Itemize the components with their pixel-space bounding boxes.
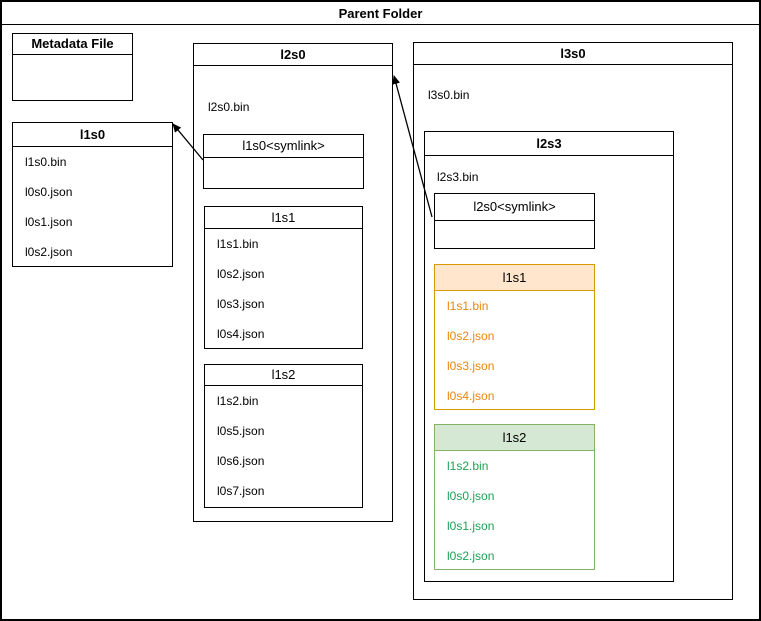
file-item: l0s5.json <box>217 424 265 438</box>
file-item: l0s2.json <box>25 245 73 259</box>
l2s0-symlink-box: l2s0<symlink> <box>434 193 595 249</box>
file-item: l0s3.json <box>217 297 265 311</box>
file-item: l0s7.json <box>217 484 265 498</box>
l1s0-header: l1s0 <box>13 123 172 147</box>
file-item: l3s0.bin <box>428 88 470 102</box>
file-item: l0s1.json <box>25 215 73 229</box>
l1s1-header: l1s1 <box>205 207 362 229</box>
file-item: l2s3.bin <box>437 170 479 184</box>
l2s0-header: l2s0 <box>194 44 392 66</box>
l1s2-symlinked-box: l1s2 l1s2.bin l0s0.json l0s1.json l0s2.j… <box>434 424 595 570</box>
l3s0-header: l3s0 <box>414 43 732 65</box>
file-item: l1s0.bin <box>25 155 67 169</box>
file-item: l0s1.json <box>447 519 495 533</box>
l1s1-symlinked-header: l1s1 <box>435 265 594 291</box>
metadata-file-header: Metadata File <box>13 34 132 55</box>
file-item: l0s0.json <box>25 185 73 199</box>
file-item: l0s0.json <box>447 489 495 503</box>
l1s1-box: l1s1 l1s1.bin l0s2.json l0s3.json l0s4.j… <box>204 206 363 349</box>
file-item: l1s2.bin <box>217 394 259 408</box>
file-item: l0s4.json <box>447 389 495 403</box>
file-item: l1s1.bin <box>447 299 489 313</box>
l1s0-box: l1s0 l1s0.bin l0s0.json l0s1.json l0s2.j… <box>12 122 173 267</box>
l1s2-box: l1s2 l1s2.bin l0s5.json l0s6.json l0s7.j… <box>204 364 363 508</box>
file-item: l2s0.bin <box>208 100 250 114</box>
l3s0-box: l3s0 l3s0.bin l2s3 l2s3.bin l2s0<symlink… <box>413 42 733 600</box>
l2s3-header: l2s3 <box>425 132 673 156</box>
l1s2-symlinked-header: l1s2 <box>435 425 594 451</box>
parent-folder-title: Parent Folder <box>2 2 759 25</box>
file-item: l0s2.json <box>447 329 495 343</box>
l1s2-header: l1s2 <box>205 365 362 386</box>
l1s1-symlinked-box: l1s1 l1s1.bin l0s2.json l0s3.json l0s4.j… <box>434 264 595 410</box>
file-item: l0s3.json <box>447 359 495 373</box>
file-item: l0s2.json <box>447 549 495 563</box>
l2s0-symlink-header: l2s0<symlink> <box>435 194 594 221</box>
file-item: l1s1.bin <box>217 237 259 251</box>
file-item: l0s4.json <box>217 327 265 341</box>
file-item: l0s6.json <box>217 454 265 468</box>
metadata-file-box: Metadata File <box>12 33 133 101</box>
l2s0-box: l2s0 l2s0.bin l1s0<symlink> l1s1 l1s1.bi… <box>193 43 393 522</box>
l1s0-symlink-box: l1s0<symlink> <box>203 134 364 189</box>
l1s0-symlink-header: l1s0<symlink> <box>204 135 363 158</box>
file-item: l0s2.json <box>217 267 265 281</box>
file-item: l1s2.bin <box>447 459 489 473</box>
l2s3-box: l2s3 l2s3.bin l2s0<symlink> l1s1 l1s1.bi… <box>424 131 674 582</box>
